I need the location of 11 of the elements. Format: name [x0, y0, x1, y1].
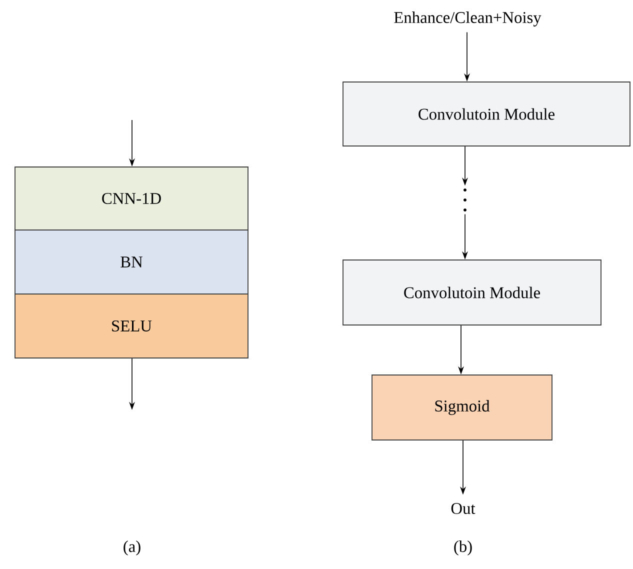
ellipsis-dots — [464, 188, 466, 212]
panel-label: (a) — [124, 540, 140, 556]
panel-label: (b) — [454, 540, 472, 556]
module-box: Convolutoin Module — [342, 82, 630, 146]
layer-box: BN — [14, 230, 248, 294]
input-text: Enhance/Clean+Noisy — [394, 12, 542, 26]
activation-box: Sigmoid — [372, 374, 552, 440]
layer-box: CNN-1D — [14, 166, 248, 230]
output-text: Out — [451, 502, 476, 514]
module-box: Convolutoin Module — [342, 260, 602, 326]
layer-box: SELU — [14, 294, 248, 358]
